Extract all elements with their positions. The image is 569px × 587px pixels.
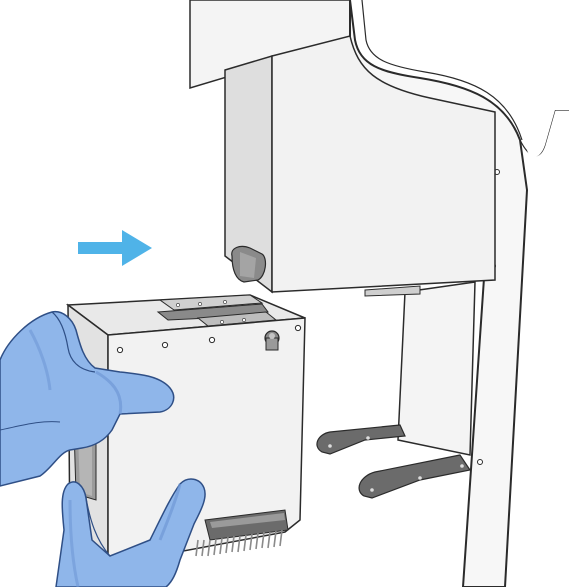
frame-screw — [478, 460, 483, 465]
lower-guide-arm — [359, 455, 470, 498]
upper-guide-arm — [317, 425, 405, 454]
mount-lower-strip — [365, 286, 420, 296]
module-lock-knob — [265, 331, 279, 350]
mount-lower-column — [398, 282, 475, 455]
arrow-right-icon — [78, 230, 152, 266]
right-outer-fill — [527, 0, 569, 157]
